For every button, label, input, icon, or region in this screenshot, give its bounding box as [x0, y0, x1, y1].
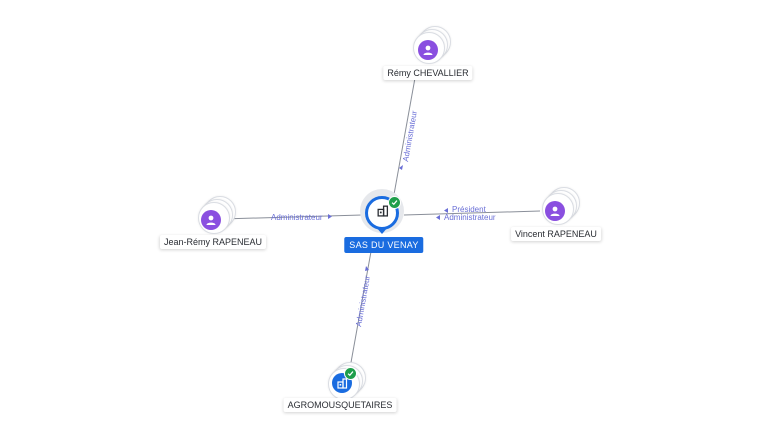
pin-tip — [376, 227, 388, 234]
verified-check-icon — [344, 367, 357, 380]
edge-arrow-remy — [399, 165, 403, 170]
svg-text:Administrateur: Administrateur — [401, 110, 419, 163]
edge-jeanremy — [221, 214, 363, 220]
edge-arrow-vincent-admin — [436, 215, 440, 220]
svg-text:Administrateur: Administrateur — [354, 275, 372, 328]
edge-vincent — [403, 210, 541, 216]
verified-check-icon — [388, 196, 401, 209]
edge-label-jeanremy: Administrateur — [271, 213, 323, 222]
node-label: Vincent RAPENEAU — [511, 227, 601, 241]
edge-arrow-vincent-president — [444, 208, 448, 213]
person-icon — [418, 40, 438, 60]
building-icon — [376, 204, 389, 222]
node-label: Jean-Rémy RAPENEAU — [159, 235, 267, 249]
edge-label-vincent-president: Président — [452, 205, 487, 214]
edge-label-remy: Administrateur — [401, 110, 419, 163]
edge-remy — [392, 77, 416, 201]
edge-agro — [349, 245, 373, 369]
person-icon — [545, 201, 565, 221]
edge-arrow-jeanremy — [328, 214, 332, 219]
edge-arrow-agro — [365, 266, 369, 271]
node-label: AGROMOUSQUETAIRES — [283, 398, 397, 412]
central-node-label: SAS DU VENAY — [344, 237, 424, 253]
edge-label-agro: Administrateur — [354, 275, 372, 328]
node-label: Rémy CHEVALLIER — [383, 66, 473, 80]
edge-label-vincent-admin: Administrateur — [444, 213, 496, 222]
person-icon — [201, 210, 221, 230]
